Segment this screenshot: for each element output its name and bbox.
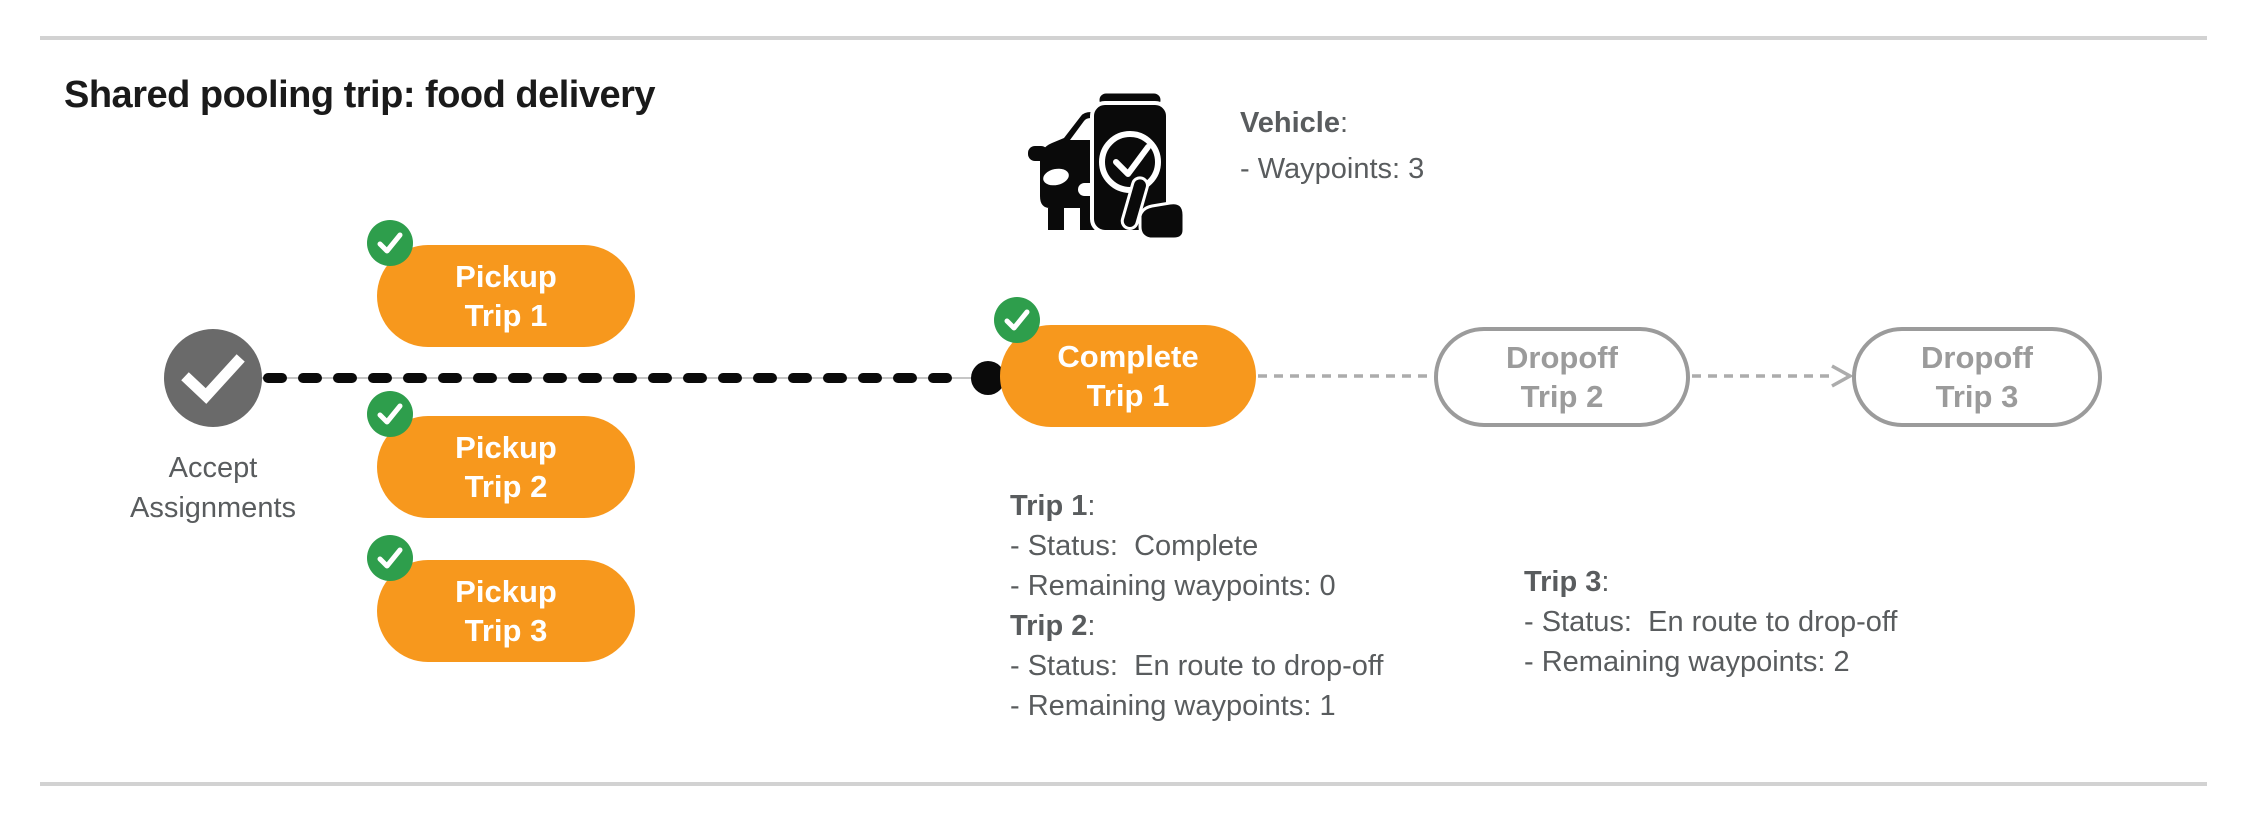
node-label-line2: Trip 1 [1086, 378, 1170, 413]
car-phone-checkmark-icon [1028, 90, 1184, 240]
trip-3-heading: Trip 3: [1524, 566, 1610, 598]
bottom-divider [40, 782, 2207, 786]
page-title: Shared pooling trip: food delivery [64, 74, 656, 116]
arrow-right-icon [1831, 364, 1854, 388]
node-label-line1: Pickup [455, 430, 557, 465]
vehicle-label: Vehicle: [1240, 107, 1349, 139]
trip-1-heading: Trip 1: [1010, 490, 1096, 522]
node-label-line2: Trip 3 [1935, 379, 2019, 414]
complete-trip-1-node: Complete Trip 1 [1000, 325, 1256, 427]
pickup-trip-2-node: Pickup Trip 2 [377, 416, 635, 518]
trip-3-status-line: - Status: En route to drop-off [1524, 606, 1898, 638]
accept-label-line2: Assignments [129, 492, 296, 524]
dropoff-trip-2-node: Dropoff Trip 2 [1434, 327, 1690, 427]
pickup-trip-1-node: Pickup Trip 1 [377, 245, 635, 347]
vehicle-waypoints: - Waypoints: 3 [1240, 153, 1425, 185]
trip-2-waypoints-line: - Remaining waypoints: 1 [1010, 690, 1336, 722]
checkmark-circle-icon [164, 329, 262, 427]
route-track-dashed-line [262, 360, 1008, 396]
dropoff-trip-3-node: Dropoff Trip 3 [1852, 327, 2102, 427]
node-label-line1: Pickup [455, 259, 557, 294]
vehicle-caption: Vehicle: - Waypoints: 3 [1240, 100, 1424, 192]
current-position-dot [971, 361, 1005, 395]
gray-dashed-arrow-connector [1692, 361, 1854, 391]
node-label-line1: Pickup [455, 574, 557, 609]
node-label-line2: Trip 3 [464, 613, 548, 648]
accept-label-line1: Accept [168, 452, 258, 484]
check-badge-icon [994, 297, 1040, 343]
trip-status-block-1: Trip 1: - Status: Complete - Remaining w… [1010, 486, 1530, 726]
trip-2-heading: Trip 2: [1010, 610, 1096, 642]
gray-dashed-connector [1258, 361, 1436, 391]
trip-status-block-2: Trip 3: - Status: En route to drop-off -… [1524, 562, 2044, 682]
pickup-trip-3-node: Pickup Trip 3 [377, 560, 635, 662]
check-badge-icon [367, 391, 413, 437]
node-label-line1: Dropoff [1921, 340, 2033, 375]
trip-1-waypoints-line: - Remaining waypoints: 0 [1010, 570, 1336, 602]
top-divider [40, 36, 2207, 40]
accept-assignments-label: Accept Assignments [63, 448, 363, 528]
trip-3-waypoints-line: - Remaining waypoints: 2 [1524, 646, 1850, 678]
node-label-line2: Trip 2 [1520, 379, 1604, 414]
node-label-line1: Complete [1057, 339, 1199, 374]
trip-1-status-line: - Status: Complete [1010, 530, 1259, 562]
check-badge-icon [367, 535, 413, 581]
check-badge-icon [367, 220, 413, 266]
node-label-line2: Trip 2 [464, 469, 548, 504]
node-label-line1: Dropoff [1506, 340, 1618, 375]
node-label-line2: Trip 1 [464, 298, 548, 333]
trip-2-status-line: - Status: En route to drop-off [1010, 650, 1384, 682]
